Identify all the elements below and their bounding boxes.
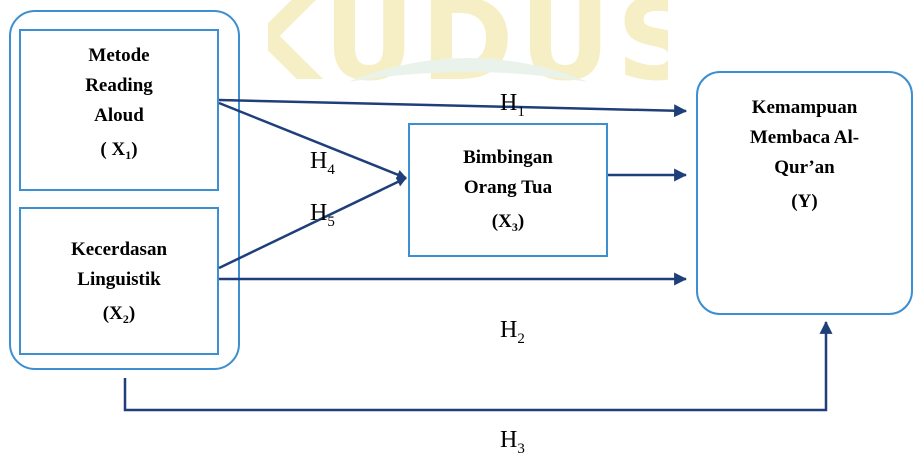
- variable-x2-label-line: Linguistik: [77, 269, 161, 290]
- variable-x3-label-line: Orang Tua: [463, 177, 553, 198]
- variable-x2-code: (X2): [102, 303, 136, 326]
- variable-x1-box: Metode Reading Aloud ( X1): [19, 29, 219, 191]
- arrow-h3-group-to-y: [123, 320, 833, 412]
- variable-y-code: (Y): [791, 191, 818, 212]
- variable-y-label-line: Membaca Al-: [749, 127, 860, 148]
- variable-x3-code: (X3): [491, 211, 525, 234]
- hypothesis-h1-label: H1: [500, 90, 525, 120]
- variable-x1-label-line: Aloud: [94, 105, 144, 126]
- variable-x3-label-line: Bimbingan: [463, 147, 553, 168]
- variable-x1-code: ( X1): [100, 139, 138, 162]
- variable-x1-label-line: Reading: [85, 75, 153, 96]
- variable-x1-label-line: Metode: [88, 45, 150, 66]
- variable-y-label-line: Qur’an: [774, 157, 835, 178]
- variable-y-label-line: Kemampuan: [751, 97, 858, 118]
- variable-x2-box: Kecerdasan Linguistik (X2): [19, 207, 219, 355]
- hypothesis-h3-label: H3: [500, 427, 525, 457]
- hypothesis-h4-label: H4: [310, 148, 335, 178]
- arrow-h5-x2-to-x3: [218, 176, 407, 270]
- hypothesis-h5-label: H5: [310, 200, 335, 230]
- arrow-h4-x1-to-x3: [218, 101, 407, 180]
- hypothesis-h2-label: H2: [500, 317, 525, 347]
- variable-x2-label-line: Kecerdasan: [70, 239, 168, 260]
- variable-x3-box: Bimbingan Orang Tua (X3): [408, 123, 608, 257]
- independent-variables-group: [9, 10, 240, 370]
- arrow-h1-x1-to-y: [218, 98, 688, 118]
- variable-y-box: Kemampuan Membaca Al- Qur’an (Y): [696, 71, 913, 315]
